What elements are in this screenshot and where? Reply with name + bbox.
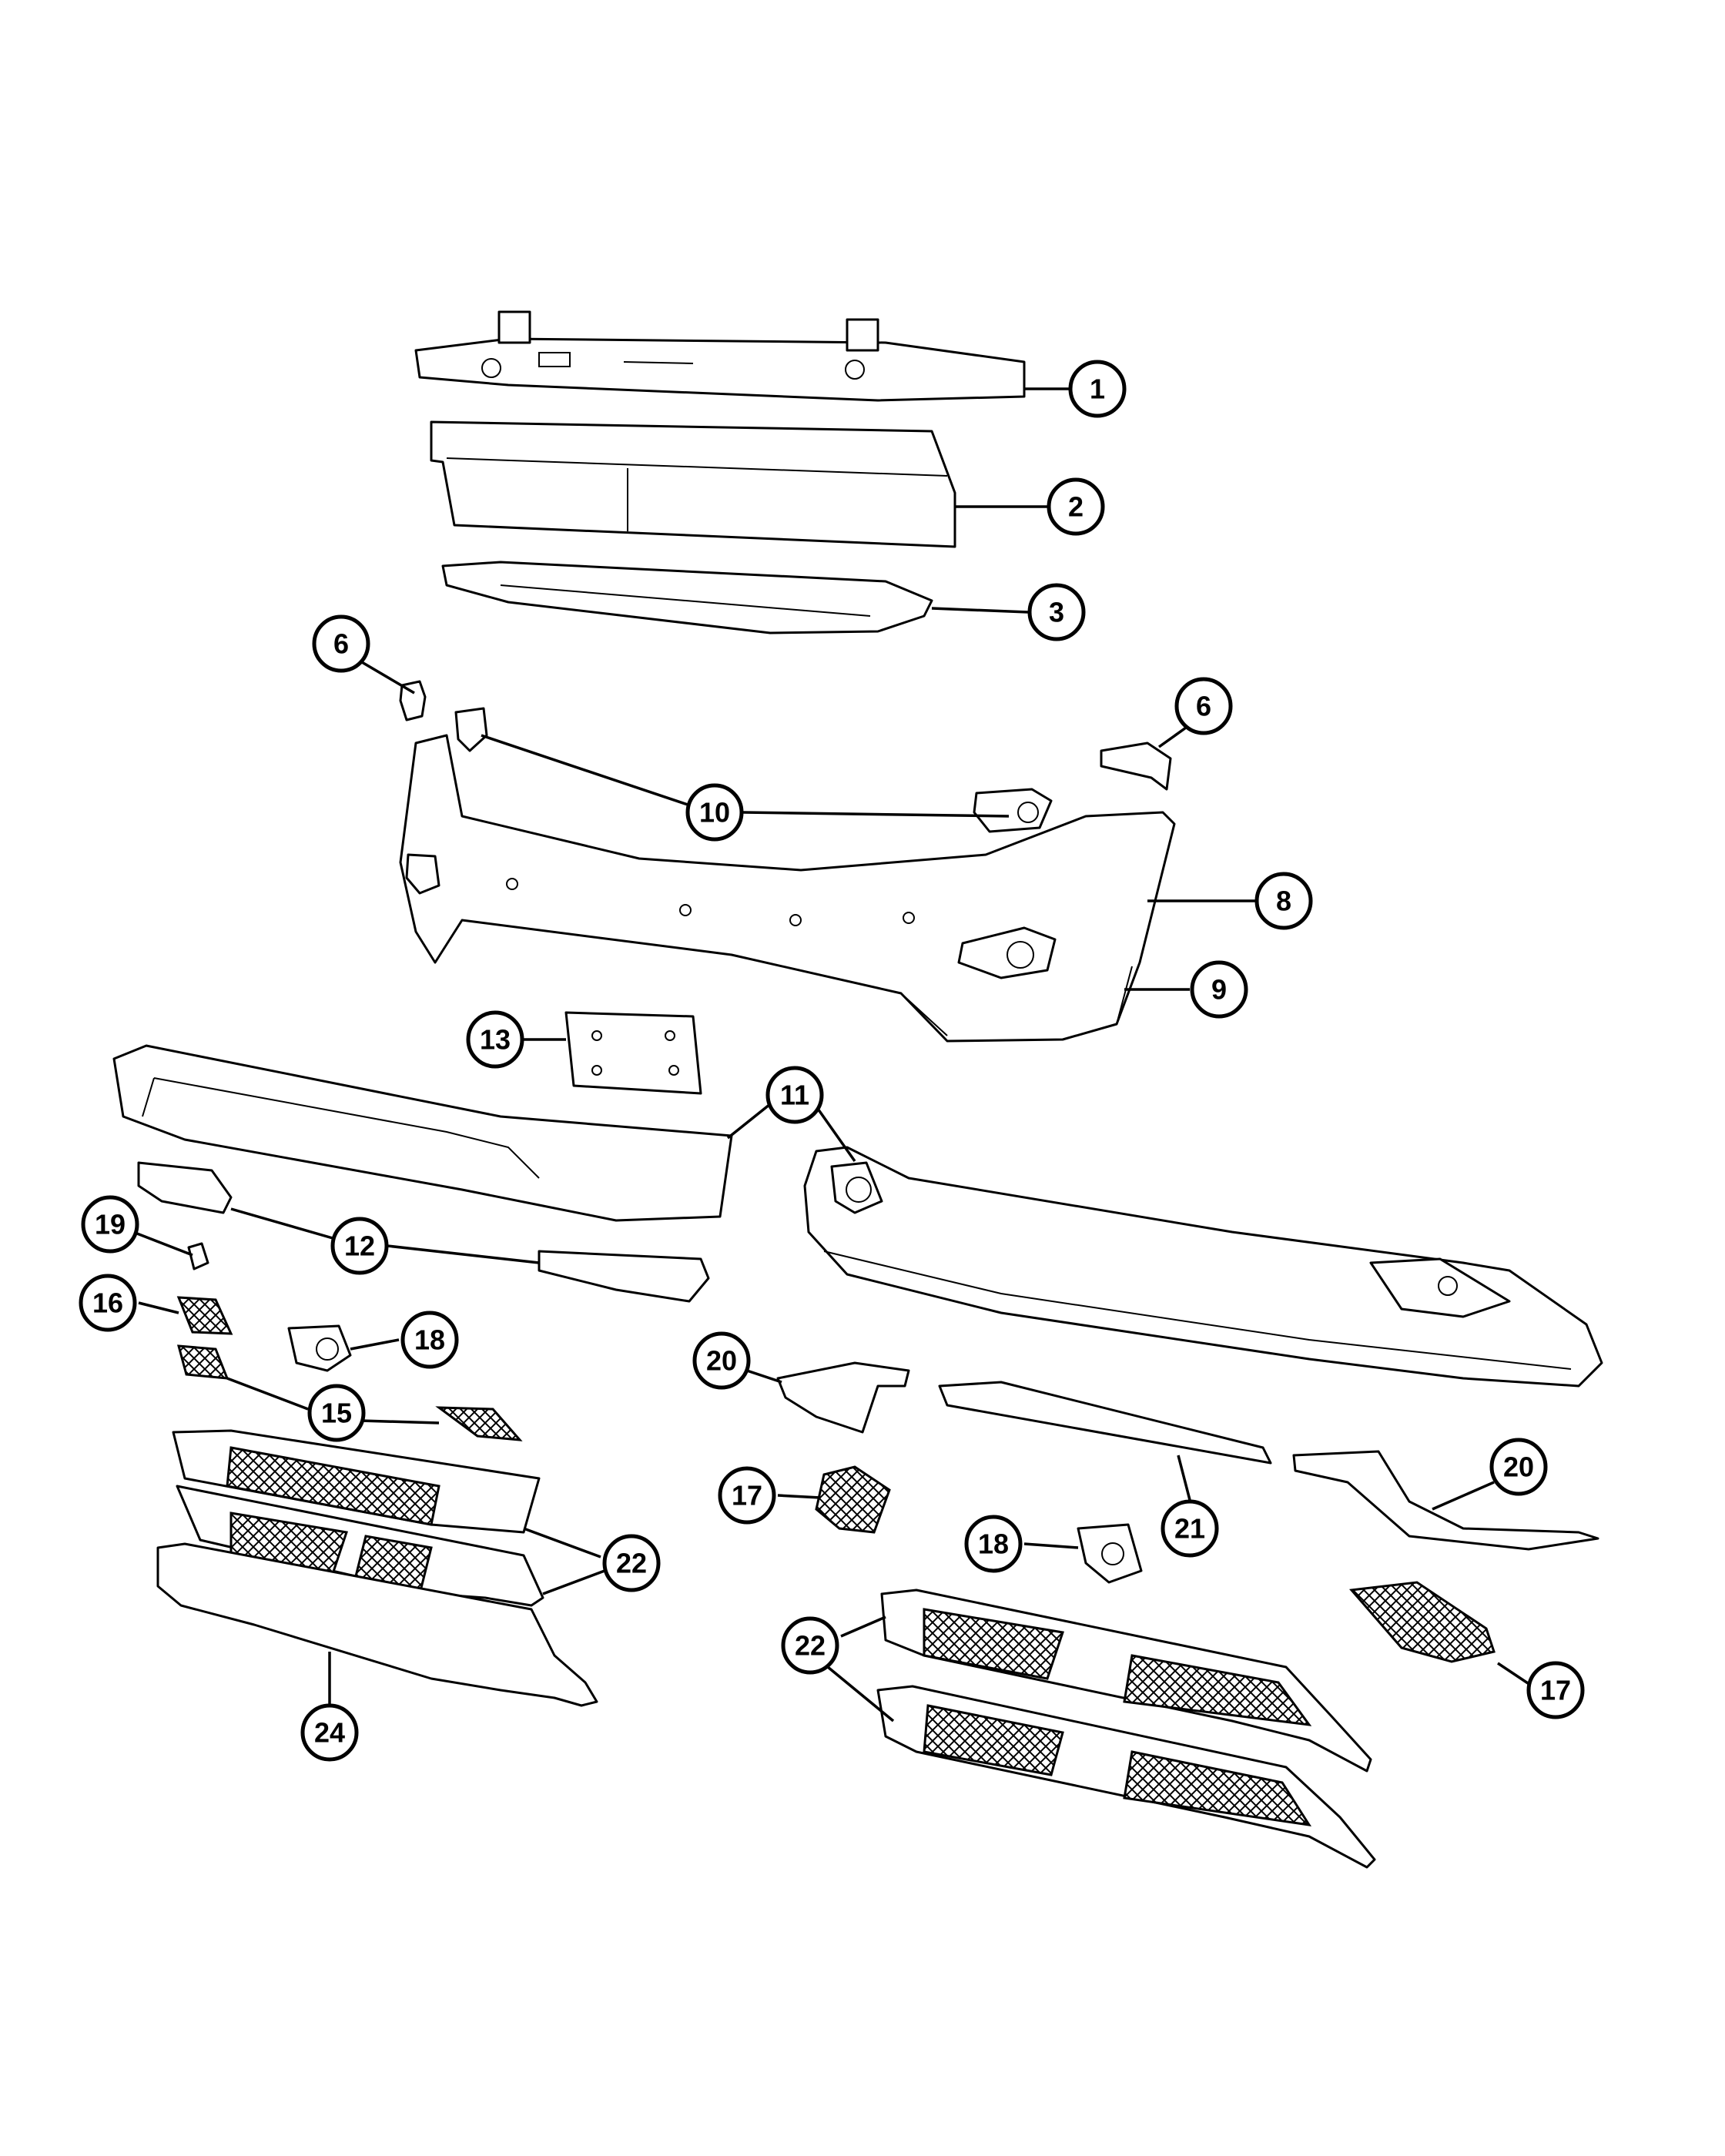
part-11-right-lower-fascia xyxy=(803,1146,1603,1388)
part-19-clip xyxy=(187,1242,209,1270)
callout-15: 15 xyxy=(307,1384,366,1442)
part-11-left-lower-fascia xyxy=(112,1044,733,1222)
svg-text:19: 19 xyxy=(95,1209,126,1240)
part-18-right-bezel xyxy=(1077,1523,1143,1584)
part-1-reinforcement-beam xyxy=(414,310,1026,402)
svg-text:22: 22 xyxy=(616,1548,647,1579)
svg-text:16: 16 xyxy=(92,1287,123,1319)
part-10-right-bezel-hole xyxy=(1017,802,1039,823)
part-16-mesh-insert xyxy=(176,1296,233,1335)
svg-text:8: 8 xyxy=(1276,886,1291,917)
svg-text:2: 2 xyxy=(1068,491,1084,523)
callout-17-left: 17 xyxy=(718,1466,776,1525)
callout-6-right: 6 xyxy=(1174,677,1233,735)
part-20-right-bracket xyxy=(1292,1450,1599,1551)
svg-text:24: 24 xyxy=(314,1717,345,1749)
callout-16: 16 xyxy=(79,1274,137,1332)
svg-text:15: 15 xyxy=(321,1398,352,1429)
svg-text:3: 3 xyxy=(1049,597,1064,628)
part-20-left-bracket xyxy=(776,1361,910,1434)
callout-21: 21 xyxy=(1161,1499,1219,1558)
part-17-left-grille xyxy=(815,1465,891,1534)
callout-19: 19 xyxy=(81,1195,139,1254)
callout-12: 12 xyxy=(330,1217,389,1275)
part-22-left-grille-assembly xyxy=(172,1429,544,1607)
callout-8: 8 xyxy=(1254,872,1313,930)
svg-text:21: 21 xyxy=(1174,1513,1205,1545)
svg-text:6: 6 xyxy=(333,628,349,660)
callout-20-left: 20 xyxy=(692,1331,751,1390)
part-17-right-grille xyxy=(1349,1581,1496,1663)
svg-text:20: 20 xyxy=(1503,1451,1534,1483)
callout-20-right: 20 xyxy=(1489,1438,1548,1496)
part-22-right-grille-assembly xyxy=(876,1589,1376,1869)
callout-9: 9 xyxy=(1190,960,1248,1019)
svg-text:18: 18 xyxy=(978,1528,1009,1560)
part-6-left-bracket xyxy=(399,680,427,721)
part-18-right-bezel-hole xyxy=(1101,1542,1124,1565)
svg-text:22: 22 xyxy=(795,1630,826,1662)
callout-22-left: 22 xyxy=(602,1534,661,1592)
svg-text:12: 12 xyxy=(344,1230,375,1262)
callout-22-right: 22 xyxy=(781,1616,839,1675)
svg-text:17: 17 xyxy=(732,1480,762,1512)
part-3-lower-support xyxy=(441,561,933,634)
callout-17-right: 17 xyxy=(1526,1661,1585,1719)
part-15-left-grille xyxy=(176,1344,229,1380)
callout-18-left: 18 xyxy=(400,1311,459,1369)
part-8-9-bumper-fascia xyxy=(399,734,1176,1043)
callout-1: 1 xyxy=(1068,360,1127,418)
part-18-left-bezel-hole xyxy=(316,1337,339,1361)
svg-text:6: 6 xyxy=(1196,691,1211,722)
part-13-license-bracket xyxy=(564,1011,702,1095)
callout-24: 24 xyxy=(300,1703,359,1762)
part-15-right-grille xyxy=(435,1406,523,1441)
part-2-energy-absorber xyxy=(430,420,956,548)
svg-text:1: 1 xyxy=(1090,373,1105,405)
svg-text:17: 17 xyxy=(1540,1675,1571,1706)
part-10-right-bezel xyxy=(973,788,1053,833)
svg-text:11: 11 xyxy=(780,1080,809,1111)
callout-2: 2 xyxy=(1047,477,1105,536)
part-24-lower-bezel xyxy=(156,1542,598,1707)
callout-10: 10 xyxy=(685,783,744,842)
part-10-left-bezel xyxy=(454,707,488,752)
part-18-left-bezel xyxy=(287,1324,352,1372)
callout-6-left: 6 xyxy=(312,614,370,673)
part-6-right-bracket xyxy=(1100,742,1172,791)
callout-13: 13 xyxy=(466,1010,524,1069)
part-12-left-molding xyxy=(137,1161,233,1214)
svg-text:13: 13 xyxy=(480,1024,511,1056)
svg-text:20: 20 xyxy=(706,1345,737,1377)
part-12-right-molding xyxy=(538,1250,710,1303)
svg-text:10: 10 xyxy=(699,797,730,829)
callout-3: 3 xyxy=(1027,583,1086,641)
svg-text:9: 9 xyxy=(1211,974,1227,1006)
callout-18-right: 18 xyxy=(964,1515,1023,1573)
callout-11: 11 xyxy=(765,1066,824,1124)
leader-lines xyxy=(122,387,1533,1722)
part-21-trim-strip xyxy=(938,1381,1272,1465)
svg-text:18: 18 xyxy=(414,1324,445,1356)
